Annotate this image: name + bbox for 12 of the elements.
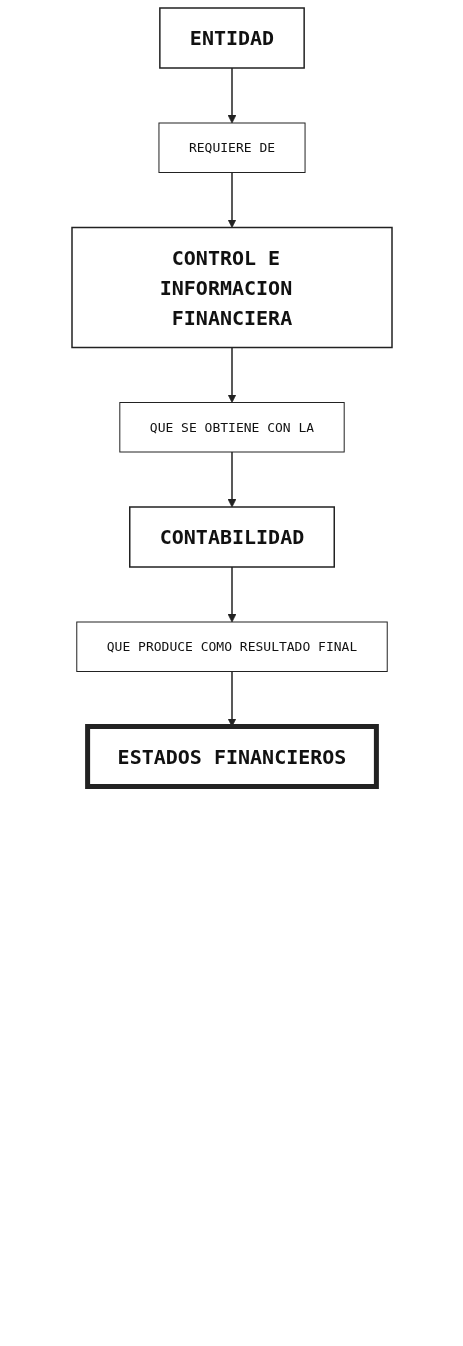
arrow (227, 566, 236, 623)
arrow (227, 451, 236, 508)
arrow (227, 171, 236, 228)
node-box: QUE SE OBTIENE CON LA (118, 402, 345, 453)
node-box: CONTABILIDAD (128, 506, 335, 568)
node-box: ESTADOS FINANCIEROS (84, 724, 379, 789)
arrow (227, 67, 236, 124)
arrow (227, 346, 236, 403)
node-box: ENTIDAD (158, 7, 305, 69)
node-box: CONTROL E INFORMACION FINANCIERA (70, 226, 393, 349)
node-box: REQUIERE DE (157, 122, 306, 173)
node-box: QUE PRODUCE COMO RESULTADO FINAL (75, 621, 388, 672)
